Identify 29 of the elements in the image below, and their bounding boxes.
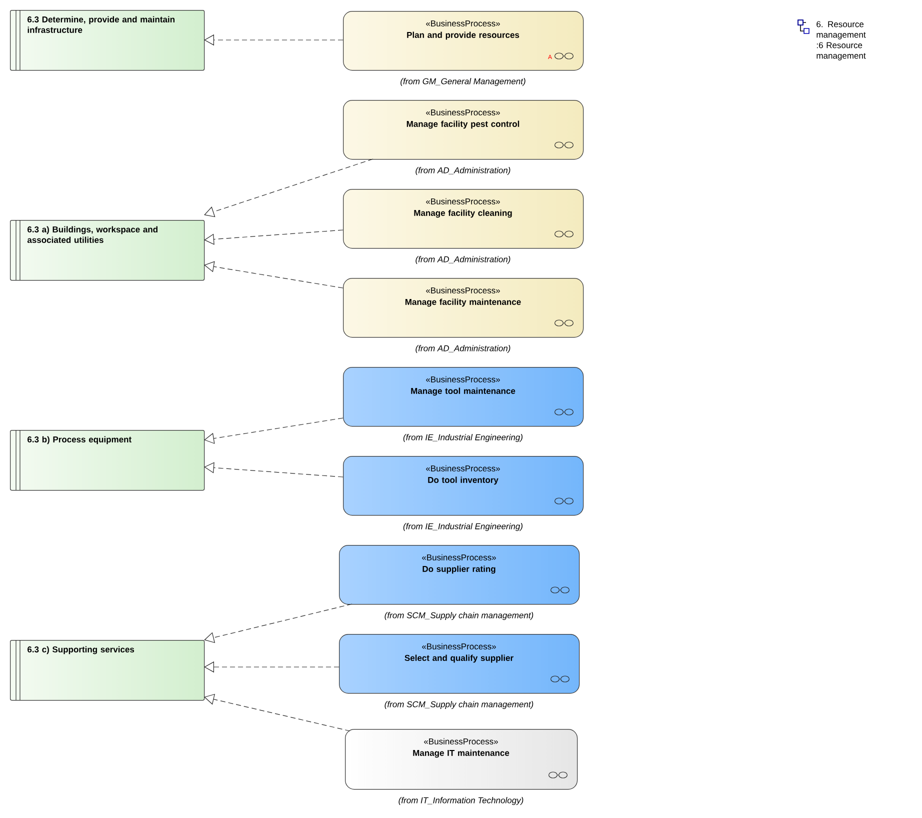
requirement-box: 6.3 a) Buildings, workspace and associated utilities <box>10 220 205 281</box>
source-note: (from AD_Administration) <box>416 256 510 264</box>
realization-arrow <box>204 418 344 444</box>
process-box: «BusinessProcess» Select and qualify supplier <box>339 634 580 694</box>
source-note: (from AD_Administration) <box>416 167 510 175</box>
realization-arrow <box>204 462 344 478</box>
realization-arrow <box>204 261 344 288</box>
realization-arrow <box>204 604 352 644</box>
requirement-box: 6.3 c) Supporting services <box>10 640 205 701</box>
source-note: (from IE_Industrial Engineering) <box>403 523 522 531</box>
requirement-box: 6.3 b) Process equipment <box>10 430 205 491</box>
source-note: (from SCM_Supply chain management) <box>384 612 534 620</box>
process-box: «BusinessProcess» Manage facility maintenance <box>343 278 584 338</box>
source-note: (from AD_Administration) <box>416 345 510 353</box>
process-box: «BusinessProcess» Manage tool maintenance <box>343 367 584 427</box>
source-note: (from IE_Industrial Engineering) <box>403 434 522 442</box>
source-note: (from IT_Information Technology) <box>398 797 524 805</box>
realization-arrow <box>204 230 344 245</box>
source-note: (from SCM_Supply chain management) <box>384 701 534 709</box>
process-box: «BusinessProcess» Manage facility pest control <box>343 100 584 160</box>
realization-arrow <box>204 158 374 218</box>
requirement-box: 6.3 Determine, provide and maintain infrastructure <box>10 10 205 71</box>
process-box: «BusinessProcess» Manage IT maintenance <box>345 729 578 790</box>
realization-arrow <box>204 694 350 732</box>
source-note: (from GM_General Management) <box>400 78 526 86</box>
package-label: 6. Resource management :6 Resource management <box>816 21 866 60</box>
process-box: «BusinessProcess» Do tool inventory <box>343 456 584 516</box>
process-box: «BusinessProcess» Do supplier rating <box>339 545 580 605</box>
process-box: «BusinessProcess» Manage facility cleaning <box>343 189 584 249</box>
